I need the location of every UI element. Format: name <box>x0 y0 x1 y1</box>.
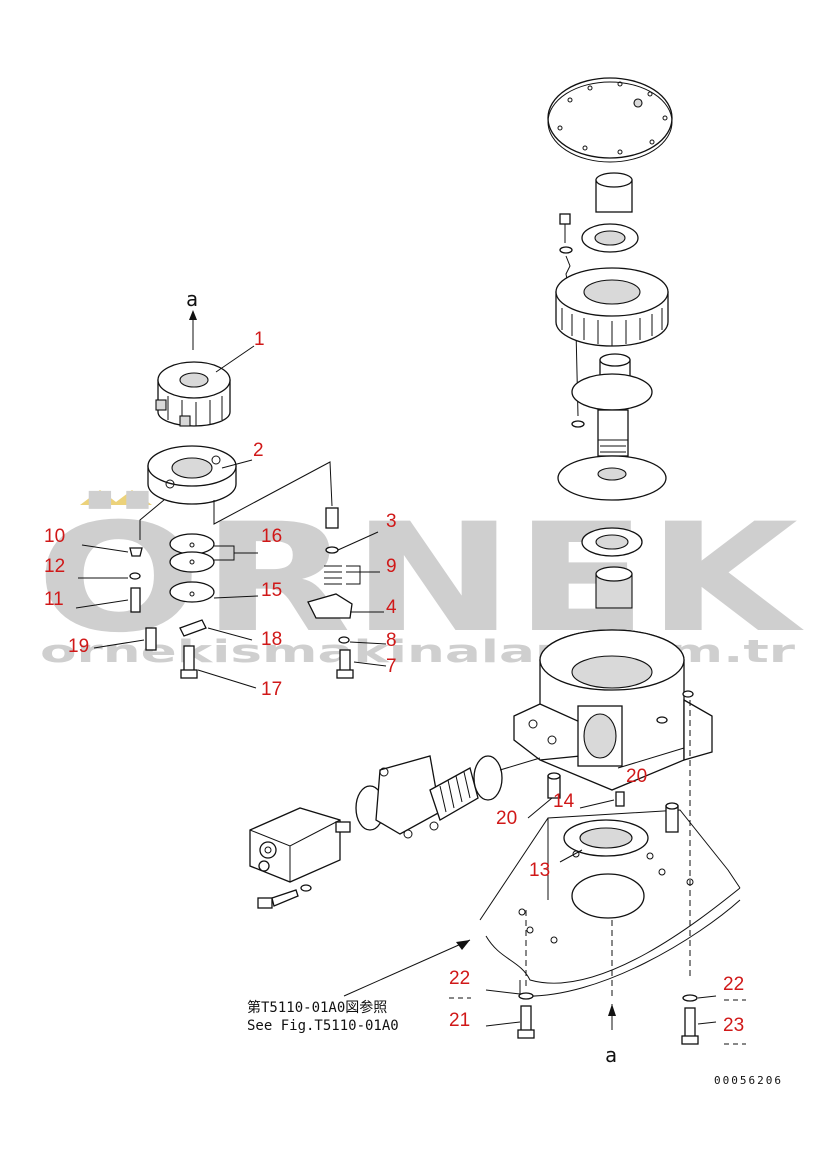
arrow-label-bottom: a <box>605 1043 617 1067</box>
callout-4: 4 <box>386 597 397 618</box>
callout-23: 23 <box>723 1015 744 1036</box>
callout-17: 17 <box>261 679 282 700</box>
bottom-bolts <box>517 992 699 1045</box>
arrow-up-icon <box>189 310 197 320</box>
callout-18: 18 <box>261 629 282 650</box>
arrow-label-top: a <box>186 287 198 311</box>
callout-22-left: 22 <box>449 968 470 989</box>
brake-spring-pack <box>429 767 479 821</box>
pin-19 <box>145 627 157 651</box>
callout-14: 14 <box>553 791 575 812</box>
callout-8: 8 <box>386 630 397 651</box>
drawing-number: 00056206 <box>714 1074 783 1087</box>
brake-lever-4 <box>307 593 353 619</box>
springs-9 <box>324 565 342 585</box>
watermark-accent-right <box>112 490 152 505</box>
callout-12: 12 <box>44 556 65 577</box>
dowel-pins <box>547 772 679 833</box>
reference-note-en: See Fig.T5110-01A0 <box>247 1018 399 1034</box>
watermark: ÖRNEK ornekismakinalari.com.tr <box>36 490 804 670</box>
thrust-plate-16b <box>169 551 215 573</box>
callout-20-upper: 20 <box>626 766 647 787</box>
bolt-11 <box>130 587 141 613</box>
callout-11: 11 <box>44 589 64 610</box>
pin-upper-right <box>325 507 339 529</box>
base-bore <box>571 873 645 919</box>
callout-7: 7 <box>386 656 397 677</box>
callout-3: 3 <box>386 511 397 532</box>
dowel-pin-right <box>665 805 679 833</box>
leader-lines <box>75 345 746 1045</box>
washer-12 <box>129 572 141 580</box>
thrust-plate-16a <box>169 533 215 555</box>
callout-16: 16 <box>261 526 282 547</box>
planetary-stage-left: a <box>129 287 354 679</box>
callout-9: 9 <box>386 556 397 577</box>
reference-arrow-icon <box>456 940 470 950</box>
callout-10: 10 <box>44 526 65 547</box>
drive-gear <box>473 755 503 801</box>
motor-bolt-head <box>257 897 273 909</box>
base-frame <box>479 809 741 997</box>
spring-pin <box>615 791 625 807</box>
lock-plate-18 <box>179 619 207 637</box>
hydraulic-motor <box>249 807 341 883</box>
callout-22-right: 22 <box>723 974 744 995</box>
callouts: 1 2 3 4 7 8 9 10 11 12 13 14 15 16 17 18… <box>44 329 744 1036</box>
swing-motor-assembly <box>249 755 541 909</box>
callout-15: 15 <box>261 580 282 601</box>
callout-2: 2 <box>253 440 264 461</box>
swing-housing <box>513 629 713 791</box>
washer-3 <box>325 546 339 554</box>
upper-gear-stack <box>547 77 673 609</box>
callout-21: 21 <box>449 1010 470 1031</box>
callout-13: 13 <box>529 860 550 881</box>
motor-flange <box>375 755 441 835</box>
bolt-23 <box>684 1007 696 1039</box>
lock-plate-10 <box>129 547 143 557</box>
arrow-up-bottom-icon <box>608 1004 616 1016</box>
callout-1: 1 <box>254 329 265 350</box>
bolt-small-upper <box>559 213 571 225</box>
watermark-brand: ÖRNEK <box>36 490 804 666</box>
watermark-accent-left <box>80 490 120 505</box>
washer-8 <box>338 636 350 644</box>
bolt-21 <box>520 1005 532 1033</box>
cover-plate <box>547 77 673 159</box>
callout-19: 19 <box>68 636 89 657</box>
callout-20-lower: 20 <box>496 808 517 829</box>
reference-note-jp: 第T5110-01A0図参照 <box>247 999 387 1016</box>
